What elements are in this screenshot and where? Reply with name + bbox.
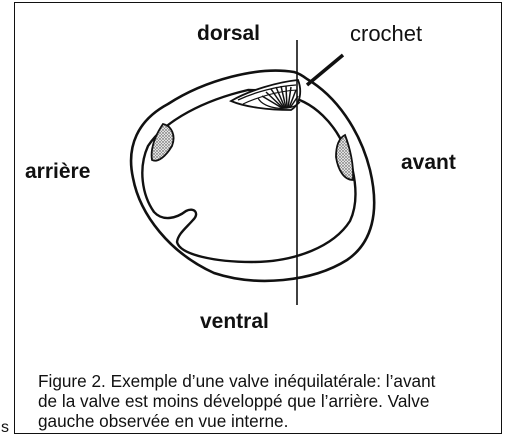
crochet-leader-line bbox=[307, 55, 343, 85]
label-crochet: crochet bbox=[350, 21, 422, 47]
caption-line-3: gauche observée en vue interne. bbox=[38, 411, 498, 431]
caption-line-1: Figure 2. Exemple d’une valve inéquilaté… bbox=[38, 371, 498, 391]
posterior-muscle-scar bbox=[152, 124, 174, 161]
label-dorsal: dorsal bbox=[197, 22, 260, 46]
caption-line-2: de la valve est moins développé que l’ar… bbox=[38, 391, 498, 411]
cropped-text-fragment: s bbox=[1, 419, 9, 437]
label-avant: avant bbox=[401, 151, 456, 175]
anterior-muscle-scar bbox=[336, 135, 353, 180]
label-ventral: ventral bbox=[200, 310, 269, 334]
figure-caption: Figure 2. Exemple d’une valve inéquilaté… bbox=[38, 371, 498, 431]
label-arriere: arrière bbox=[25, 160, 90, 184]
shell-inner-outline bbox=[142, 90, 355, 262]
